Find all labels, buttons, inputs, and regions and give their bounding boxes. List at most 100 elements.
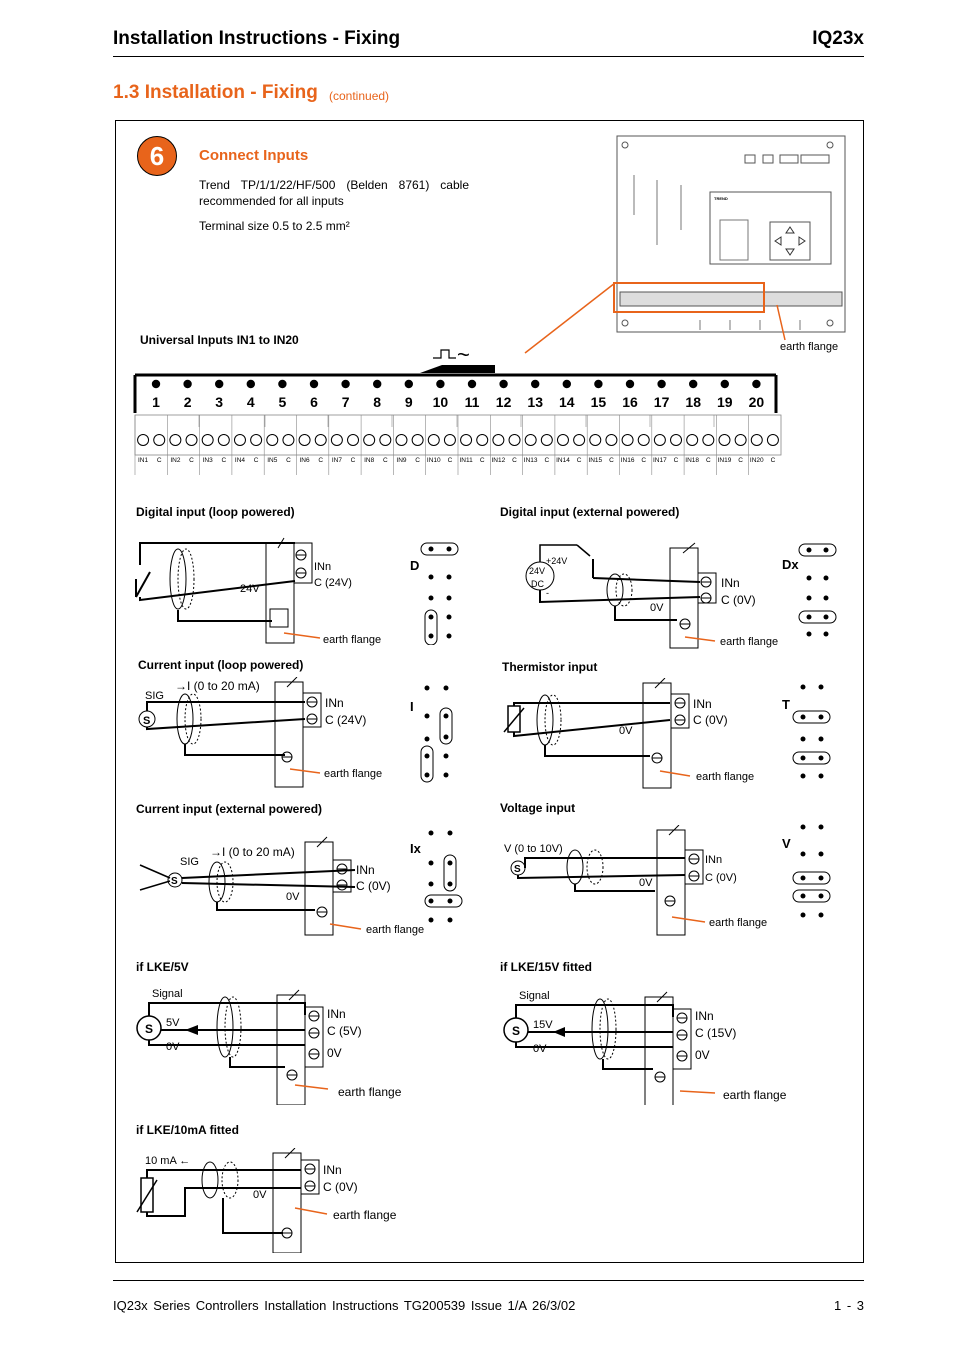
- input-number-20: 20: [749, 394, 765, 410]
- svg-text:INn: INn: [721, 576, 740, 590]
- terminal-label: C: [512, 457, 517, 464]
- step-frame: [115, 120, 864, 1263]
- terminal-label: C: [383, 457, 388, 464]
- terminal-screw: [766, 434, 779, 446]
- terminal-label: C: [448, 457, 453, 464]
- terminal-screw: [605, 434, 618, 446]
- svg-text:5V: 5V: [166, 1017, 180, 1029]
- input-number-2: 2: [184, 394, 192, 410]
- terminal-label: IN18: [685, 457, 699, 464]
- device-earth-flange-label: earth flange: [780, 341, 839, 353]
- svg-text:C (15V): C (15V): [695, 1026, 736, 1040]
- terminal-label: IN14: [556, 457, 570, 464]
- svg-text:-: -: [546, 588, 549, 598]
- terminal-label: IN7: [332, 457, 343, 464]
- svg-text:S: S: [171, 876, 178, 887]
- terminal-label: C: [480, 457, 485, 464]
- step-number-badge: 6: [137, 136, 177, 176]
- svg-text:INn: INn: [693, 697, 712, 711]
- terminal-label: C: [351, 457, 356, 464]
- page-header-model: IQ23x: [812, 28, 864, 49]
- svg-text:C (0V): C (0V): [721, 593, 756, 607]
- terminal-screw: [508, 434, 521, 446]
- terminal-label: C: [286, 457, 291, 464]
- svg-text:C (24V): C (24V): [314, 577, 352, 589]
- input-dot-11: [467, 379, 477, 389]
- digital-loop-title: Digital input (loop powered): [136, 505, 295, 519]
- svg-text:24V: 24V: [529, 566, 545, 576]
- input-dot-15: [594, 379, 603, 389]
- terminal-screw: [702, 434, 715, 446]
- terminal-screw: [330, 434, 343, 446]
- terminal-label: C: [577, 457, 582, 464]
- terminal-label: IN9: [396, 457, 407, 464]
- lke10ma-diagram: 10 mA ← INn C (0V) 0V earth flange: [136, 1148, 397, 1253]
- terminal-screw: [347, 434, 360, 446]
- input-dot-5: [278, 379, 287, 389]
- terminal-label: IN10: [427, 457, 441, 464]
- terminal-label: IN16: [621, 457, 635, 464]
- svg-text:S: S: [145, 1022, 153, 1036]
- svg-text:S: S: [143, 715, 150, 727]
- svg-text:24V: 24V: [240, 583, 260, 595]
- terminal-label: IN8: [364, 457, 375, 464]
- terminal-label: C: [609, 457, 614, 464]
- jumper-current-loop: I: [410, 685, 453, 783]
- terminal-screw: [233, 434, 246, 446]
- footer-text: IQ23x Series Controllers Installation In…: [113, 1298, 576, 1313]
- terminal-label: IN11: [459, 457, 473, 464]
- terminal-screw: [169, 434, 182, 446]
- input-number-15: 15: [591, 394, 607, 410]
- terminal-label: IN3: [203, 457, 214, 464]
- input-dot-13: [531, 379, 540, 389]
- terminal-label: C: [254, 457, 259, 464]
- terminal-screw: [411, 434, 424, 446]
- terminal-screw: [395, 434, 408, 446]
- svg-text:0V: 0V: [639, 877, 653, 889]
- terminal-screw: [443, 434, 456, 446]
- terminal-label: C: [157, 457, 162, 464]
- voltage-diagram: V (0 to 10V) S INn C (0V) 0V earth flang…: [504, 825, 767, 936]
- svg-text:Signal: Signal: [152, 988, 183, 1000]
- svg-text:0V: 0V: [650, 602, 664, 614]
- terminal-screw: [718, 434, 731, 446]
- input-number-9: 9: [405, 394, 413, 410]
- svg-text:Signal: Signal: [519, 990, 550, 1002]
- input-number-4: 4: [247, 394, 255, 410]
- svg-text:15V: 15V: [533, 1019, 553, 1031]
- svg-text:INn: INn: [695, 1009, 714, 1023]
- input-number-12: 12: [496, 394, 512, 410]
- terminal-label: IN2: [170, 457, 181, 464]
- input-number-11: 11: [465, 394, 480, 410]
- thermistor-diagram: INn C (0V) 0V earth flange: [503, 678, 754, 789]
- svg-text:0V: 0V: [327, 1046, 342, 1060]
- svg-text:earth flange: earth flange: [338, 1085, 402, 1099]
- svg-text:C (0V): C (0V): [693, 713, 728, 727]
- svg-text:0V: 0V: [286, 891, 300, 903]
- svg-text:earth flange: earth flange: [324, 768, 382, 780]
- terminal-screw: [266, 434, 279, 446]
- svg-text:C (0V): C (0V): [356, 879, 391, 893]
- input-dot-3: [215, 379, 224, 389]
- input-dot-4: [246, 379, 255, 389]
- terminal-label: C: [318, 457, 323, 464]
- svg-text:INn: INn: [314, 561, 331, 573]
- svg-text:INn: INn: [356, 863, 375, 877]
- terminal-screw: [653, 434, 666, 446]
- terminal-label: C: [674, 457, 679, 464]
- input-dot-17: [657, 379, 666, 389]
- jumper-voltage: V: [782, 824, 831, 918]
- svg-text:Ix: Ix: [410, 841, 422, 856]
- input-dot-7: [341, 379, 350, 389]
- digital-loop-diagram: INn C (24V) 24V earth flange: [135, 537, 381, 646]
- step-title: Connect Inputs: [199, 147, 309, 164]
- input-number-16: 16: [622, 394, 638, 410]
- terminal-screw: [137, 434, 150, 446]
- input-number-10: 10: [433, 394, 449, 410]
- svg-text:SIG: SIG: [145, 690, 164, 702]
- current-loop-diagram: SIG →I (0 to 20 mA) S INn C (24V) earth …: [138, 677, 382, 788]
- svg-text:INn: INn: [705, 854, 722, 866]
- terminal-screw: [540, 434, 553, 446]
- lke15v-title: if LKE/15V fitted: [500, 960, 593, 974]
